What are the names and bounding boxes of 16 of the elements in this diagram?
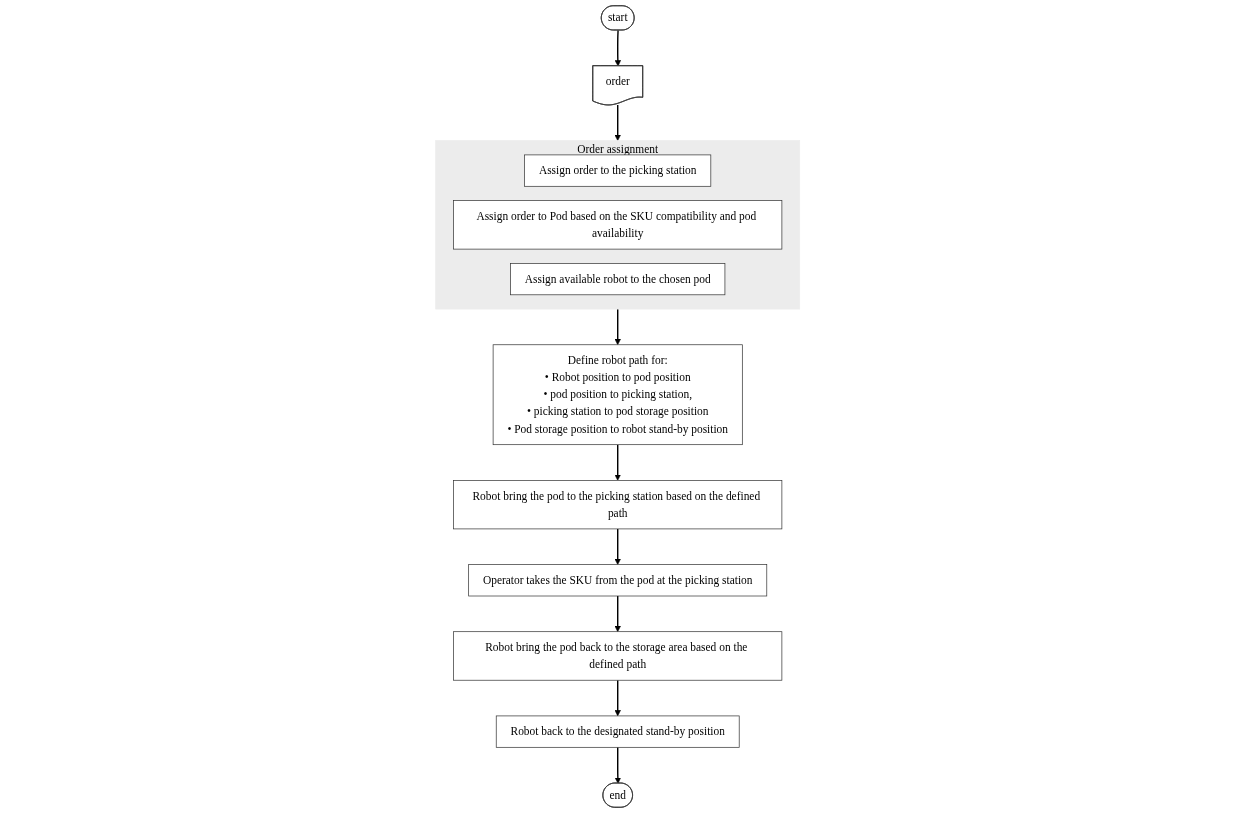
arrow bbox=[614, 595, 621, 632]
arrow bbox=[614, 679, 621, 717]
arrow bbox=[614, 528, 621, 565]
node-box: Operator takes the SKU from the pod at the picking station bbox=[468, 564, 767, 597]
arrow bbox=[614, 29, 621, 67]
node-box: Assign available robot to the chosen pod bbox=[509, 263, 726, 296]
node-box: Robot back to the designated stand-by position bbox=[495, 715, 740, 748]
node-box: Define robot path for: • Robot position to pod position • pod position to picking station, • picking station to pod storage position • Pod storage position to robot stand-by position bbox=[492, 344, 743, 446]
node-box: Robot bring the pod back to the storage area based on the defined path bbox=[453, 631, 782, 681]
node-box: Robot bring the pod to the picking station based on the defined path bbox=[453, 480, 782, 530]
arrow bbox=[614, 308, 621, 346]
arrow bbox=[614, 746, 621, 784]
node-box: Assign order to Pod based on the SKU compatibility and pod availability bbox=[453, 200, 782, 250]
arrow bbox=[614, 104, 621, 141]
arrow bbox=[614, 443, 621, 481]
node-box: Assign order to the picking station bbox=[524, 154, 711, 187]
